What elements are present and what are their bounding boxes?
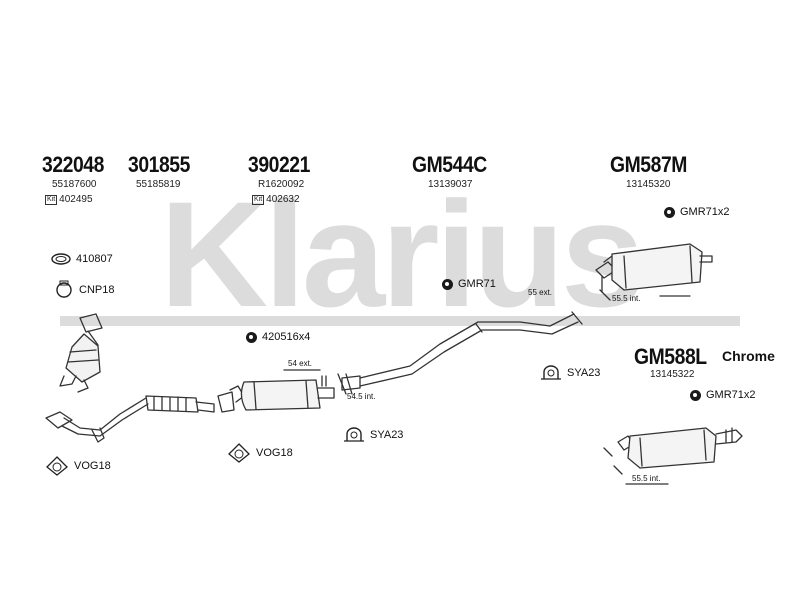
kit-badge: Kit: [45, 195, 58, 205]
bolt-icon: [246, 332, 257, 343]
accessory-vog18-left: VOG18: [46, 456, 111, 476]
watermark-underline: [60, 316, 740, 326]
accessory-cnp18: CNP18: [54, 280, 115, 299]
rubber-mount-icon: [690, 390, 701, 401]
clamp-u-icon: [541, 365, 561, 380]
accessory-label: VOG18: [74, 459, 111, 472]
oem-number-13139037: 13139037: [428, 179, 473, 190]
rear-silencer-bottom: [603, 427, 743, 485]
dimension-55-5-int-top: 55.5 int.: [612, 294, 641, 303]
accessory-420516: 420516x4: [246, 331, 310, 344]
oem-number-R1620092: R1620092: [258, 179, 305, 190]
gasket-icon: [228, 443, 250, 463]
part-number-390221: 390221: [248, 152, 310, 177]
center-silencer: [217, 369, 335, 413]
accessory-label: GMR71: [458, 278, 496, 290]
kit-number: 402632: [266, 194, 300, 205]
accessory-label: 420516x4: [262, 331, 311, 343]
accessory-label: VOG18: [256, 446, 293, 459]
clamp-u-icon: [344, 427, 364, 442]
part-number-301855: 301855: [128, 152, 190, 177]
kit-badge: Kit: [252, 195, 265, 205]
oem-number-13145322: 13145322: [650, 369, 695, 380]
rubber-mount-icon: [442, 279, 453, 290]
accessory-vog18-center: VOG18: [228, 443, 293, 463]
ring-icon: [51, 253, 71, 265]
watermark-graphic: Klarius: [60, 170, 740, 338]
clamp-icon: [56, 280, 72, 298]
watermark-logo: Klarius: [40, 170, 760, 338]
accessory-label: SYA23: [370, 428, 404, 441]
accessory-gmr71x2-top: GMR71x2: [664, 206, 730, 219]
dimension-54-5-int: 54.5 int.: [347, 392, 376, 401]
part-number-GM588L: GM588L: [634, 344, 707, 369]
oem-number-55187600: 55187600: [52, 179, 97, 190]
kit-row-402495: Kit 402495: [45, 194, 93, 206]
oem-number-13145320: 13145320: [626, 179, 671, 190]
dimension-54-ext: 54 ext.: [288, 359, 313, 368]
accessory-gmr71x2-bottom: GMR71x2: [690, 389, 756, 402]
dimension-55-5-int-bottom: 55.5 int.: [632, 474, 661, 483]
accessory-label: SYA23: [567, 366, 601, 379]
accessory-sya23-center: SYA23: [344, 427, 403, 443]
accessory-label: 410807: [76, 252, 113, 265]
accessory-gmr71: GMR71: [442, 278, 496, 291]
oem-number-55185819: 55185819: [136, 179, 181, 190]
finish-chrome: Chrome: [722, 348, 775, 364]
accessory-label: CNP18: [79, 283, 115, 296]
front-pipe: [45, 395, 215, 443]
gasket-icon: [46, 456, 68, 476]
kit-row-402632: Kit 402632: [252, 194, 300, 206]
kit-number: 402495: [59, 194, 93, 205]
part-number-GM544C: GM544C: [412, 152, 487, 177]
watermark-text: Klarius: [160, 170, 641, 338]
rubber-mount-icon: [664, 207, 675, 218]
accessory-label: GMR71x2: [706, 389, 756, 401]
accessory-410807: 410807: [50, 252, 113, 266]
accessory-sya23-right: SYA23: [541, 365, 600, 381]
dimension-55-ext: 55 ext.: [528, 288, 553, 297]
part-number-322048: 322048: [42, 152, 104, 177]
part-number-GM587M: GM587M: [610, 152, 687, 177]
accessory-label: GMR71x2: [680, 206, 730, 218]
